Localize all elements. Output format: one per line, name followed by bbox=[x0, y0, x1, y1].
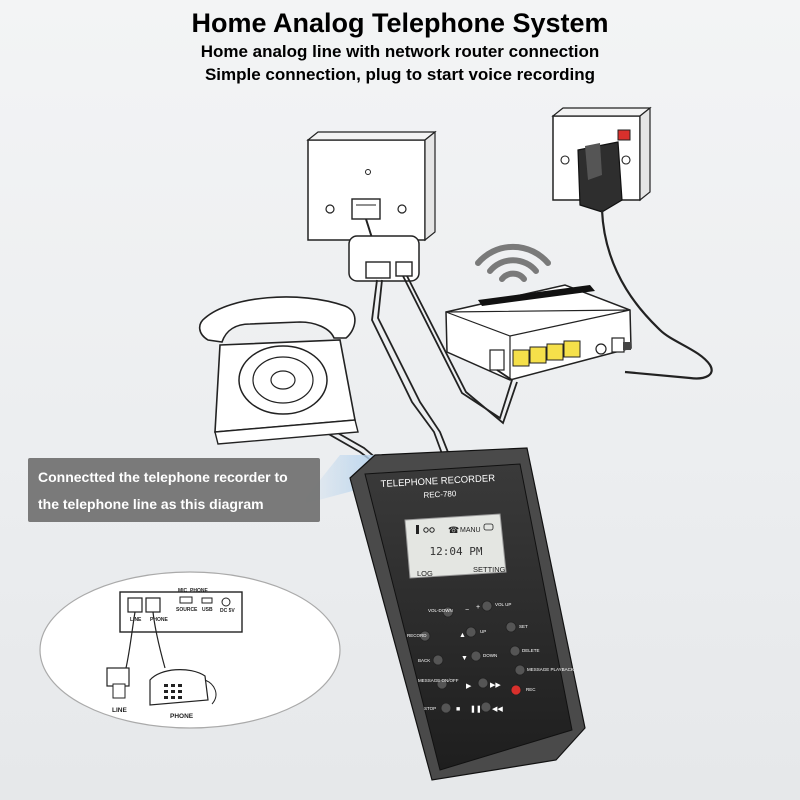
delete-button[interactable] bbox=[509, 645, 521, 657]
telephone-recorder-device: TELEPHONE RECORDER REC-780 ☎ MANU 12:04 … bbox=[349, 447, 586, 781]
power-adapter bbox=[577, 141, 713, 380]
record-label: RECORD bbox=[407, 633, 427, 638]
vol-down-button[interactable] bbox=[442, 606, 454, 618]
signal-bar-icon bbox=[416, 525, 419, 534]
screen-log-label: LOG bbox=[417, 569, 433, 578]
inset-dc-label: DC 5V bbox=[220, 608, 235, 614]
lcd-screen: ☎ MANU 12:04 PM LOG SETTING bbox=[404, 513, 507, 579]
message-playback-button[interactable] bbox=[514, 664, 526, 676]
vol-up-label: VOL UP bbox=[495, 602, 511, 607]
plus-icon: + bbox=[476, 604, 480, 611]
play-forward-button[interactable] bbox=[477, 677, 489, 689]
line-port bbox=[127, 597, 143, 613]
subtitle-line-1: Home analog line with network router con… bbox=[200, 42, 600, 61]
device-model: REC-780 bbox=[423, 489, 457, 500]
wifi-icon bbox=[475, 243, 551, 282]
inset-phone-top-label: PHONE bbox=[190, 588, 208, 594]
vol-up-button[interactable] bbox=[481, 600, 493, 612]
device-buttons bbox=[419, 600, 526, 714]
router-lan-ports bbox=[512, 340, 581, 367]
phone-icon: ☎ bbox=[448, 525, 459, 535]
up-label: UP bbox=[480, 629, 486, 634]
stop-button[interactable] bbox=[440, 702, 452, 714]
down-label: DOWN bbox=[483, 653, 497, 658]
inset-source-label: SOURCE bbox=[176, 607, 198, 613]
set-label: SET bbox=[519, 624, 528, 629]
set-button[interactable] bbox=[505, 621, 517, 633]
callout-line-1: Connectted the telephone recorder to bbox=[38, 469, 288, 485]
message-onoff-button[interactable] bbox=[436, 678, 448, 690]
inset-phone-label: PHONE bbox=[170, 713, 194, 720]
up-arrow-icon: ▲ bbox=[459, 632, 466, 639]
inset-usb-label: USB bbox=[202, 607, 213, 613]
minus-icon: − bbox=[465, 607, 469, 614]
wall-phone-jack bbox=[306, 130, 437, 242]
dc-jack bbox=[221, 597, 231, 607]
inset-line-port-label: LINE bbox=[130, 617, 142, 623]
instruction-callout: Connectted the telephone recorder to the… bbox=[28, 458, 320, 522]
down-button[interactable] bbox=[470, 650, 482, 662]
rec-button[interactable] bbox=[510, 684, 522, 696]
diagram-title: Home Analog Telephone System bbox=[191, 8, 609, 38]
stop-label: STOP bbox=[424, 706, 436, 711]
diagram-header: Home Analog Telephone System Home analog… bbox=[0, 6, 800, 86]
rewind-icon: ◀◀ bbox=[492, 706, 503, 713]
connection-inset: MIC PHONE LINE PHONE SOURCE USB DC 5V bbox=[39, 571, 341, 729]
record-button[interactable] bbox=[419, 630, 431, 642]
usb-port bbox=[201, 597, 213, 604]
play-icon: ▶ bbox=[466, 683, 472, 690]
rotary-telephone bbox=[198, 296, 359, 445]
inset-line-label: LINE bbox=[112, 707, 127, 714]
inset-wall-jack bbox=[106, 667, 130, 699]
subtitle-line-2: Simple connection, plug to start voice r… bbox=[204, 65, 596, 84]
screen-setting-label: SETTING bbox=[473, 565, 506, 574]
power-switch-indicator bbox=[617, 129, 631, 141]
down-arrow-icon: ▼ bbox=[461, 655, 468, 662]
rec-label: REC bbox=[526, 687, 536, 692]
inset-desk-phone bbox=[149, 669, 217, 706]
inset-mic-label: MIC bbox=[178, 588, 188, 594]
back-button[interactable] bbox=[432, 654, 444, 666]
phone-port bbox=[145, 597, 161, 613]
callout-line-2: the telephone line as this diagram bbox=[38, 496, 264, 512]
stop-square-icon: ■ bbox=[456, 706, 460, 713]
message-playback-label: MESSAGE PLAYBACK bbox=[527, 667, 574, 672]
network-router bbox=[445, 284, 632, 381]
screen-menu-label: MANU bbox=[460, 527, 481, 534]
battery-icon bbox=[483, 523, 494, 531]
line-splitter bbox=[348, 218, 420, 282]
screen-time: 12:04 PM bbox=[430, 545, 483, 558]
up-button[interactable] bbox=[465, 626, 477, 638]
message-onoff-label: MESSAGE ON/OFF bbox=[418, 678, 459, 683]
vol-down-label: VOL-DOWN bbox=[428, 608, 453, 613]
voicemail-icon bbox=[423, 527, 435, 533]
fast-forward-icon: ▶▶ bbox=[490, 682, 501, 689]
back-label: BACK bbox=[418, 658, 430, 663]
inset-phone-port-label: PHONE bbox=[150, 617, 168, 623]
rewind-button[interactable] bbox=[480, 701, 492, 713]
source-switch bbox=[179, 596, 193, 604]
delete-label: DELETE bbox=[522, 648, 540, 653]
pause-icon: ❚❚ bbox=[470, 705, 482, 713]
